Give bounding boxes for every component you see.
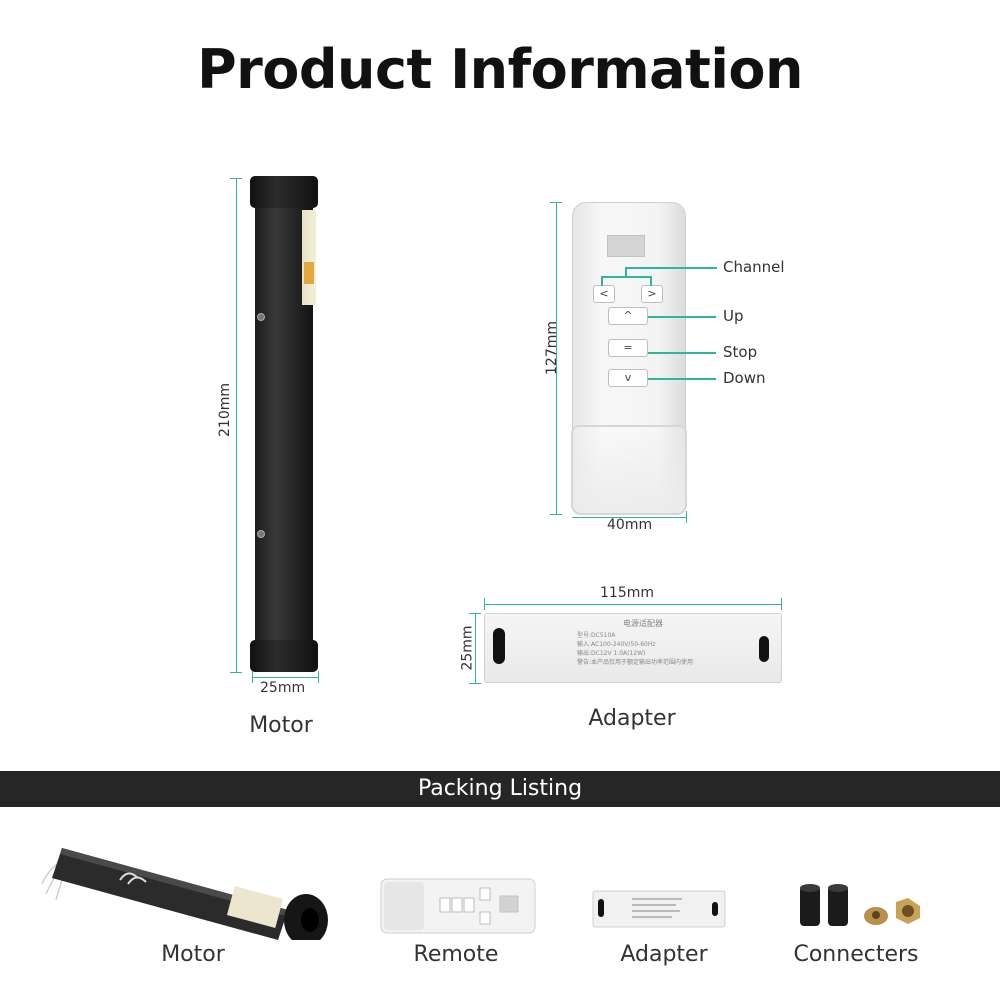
remote-height-dimension-line [556, 202, 557, 514]
remote-width-label: 40mm [607, 517, 653, 533]
adapter-plug [493, 628, 505, 664]
packing-item-connecters: Connecters [793, 942, 919, 967]
remote-width-dimension-line [572, 517, 686, 518]
callout-down: Down [723, 369, 766, 387]
callout-line [650, 276, 652, 286]
motor-caption: Motor [249, 713, 313, 738]
callout-channel: Channel [723, 258, 785, 276]
packing-item-adapter: Adapter [620, 942, 708, 967]
motor-screw [257, 313, 265, 321]
motor-sticker [302, 210, 316, 305]
dimension-tick [469, 613, 481, 614]
motor-width-label: 25mm [260, 680, 306, 696]
adapter-width-dimension-line [484, 604, 782, 605]
stop-button[interactable]: = [608, 339, 648, 357]
motor-bottom-cap [250, 640, 318, 672]
packing-banner-title: Packing Listing [417, 776, 583, 801]
callout-line [601, 276, 651, 278]
page-title: Product Information [197, 38, 803, 101]
adapter-label-line: 输入:AC100-240V/50-60Hz [577, 641, 656, 648]
remote-height-label: 127mm [544, 321, 560, 375]
dimension-tick [230, 672, 242, 673]
motor-height-label: 210mm [217, 383, 233, 437]
callout-up: Up [723, 307, 744, 325]
adapter-plug [759, 636, 769, 662]
up-button[interactable]: ^ [608, 307, 648, 325]
remote-indicator [607, 235, 645, 257]
channel-right-button[interactable]: > [641, 285, 663, 303]
callout-line [601, 276, 603, 286]
remote-holder [571, 425, 687, 515]
power-adapter: 电源适配器 型号:DC510A 输入:AC100-240V/50-60Hz 输出… [484, 613, 782, 683]
callout-line [625, 267, 717, 269]
adapter-label-line: 输出:DC12V 1.0A(12W) [577, 650, 646, 657]
channel-left-button[interactable]: < [593, 285, 615, 303]
callout-line [648, 352, 716, 354]
callout-line [625, 267, 627, 277]
callout-line [648, 378, 716, 380]
packing-item-remote: Remote [413, 942, 499, 967]
dimension-tick [484, 598, 485, 610]
down-button[interactable]: v [608, 369, 648, 387]
motor-width-dimension-line [252, 677, 318, 678]
adapter-width-label: 115mm [600, 585, 654, 601]
adapter-label-title: 电源适配器 [623, 619, 663, 628]
dimension-tick [252, 671, 253, 683]
callout-stop: Stop [723, 343, 758, 361]
packing-banner: Packing Listing [0, 771, 1000, 807]
adapter-height-dimension-line [475, 613, 476, 683]
adapter-label-line: 型号:DC510A [577, 632, 616, 639]
remote-control: < > ^ = v [571, 202, 687, 515]
packing-item-motor: Motor [161, 942, 225, 967]
dimension-tick [550, 514, 562, 515]
motor-height-dimension-line [236, 178, 237, 672]
adapter-height-label: 25mm [459, 625, 476, 671]
motor-top-cap [250, 176, 318, 208]
adapter-caption: Adapter [588, 706, 676, 731]
adapter-label-line: 警告:本产品仅用于额定输出功率范围内使用 [577, 659, 694, 666]
dimension-tick [550, 202, 562, 203]
dimension-tick [230, 178, 242, 179]
dimension-tick [781, 598, 782, 610]
dimension-tick [469, 683, 481, 684]
dimension-tick [318, 671, 319, 683]
motor-screw [257, 530, 265, 538]
callout-line [648, 316, 716, 318]
dimension-tick [686, 511, 687, 523]
